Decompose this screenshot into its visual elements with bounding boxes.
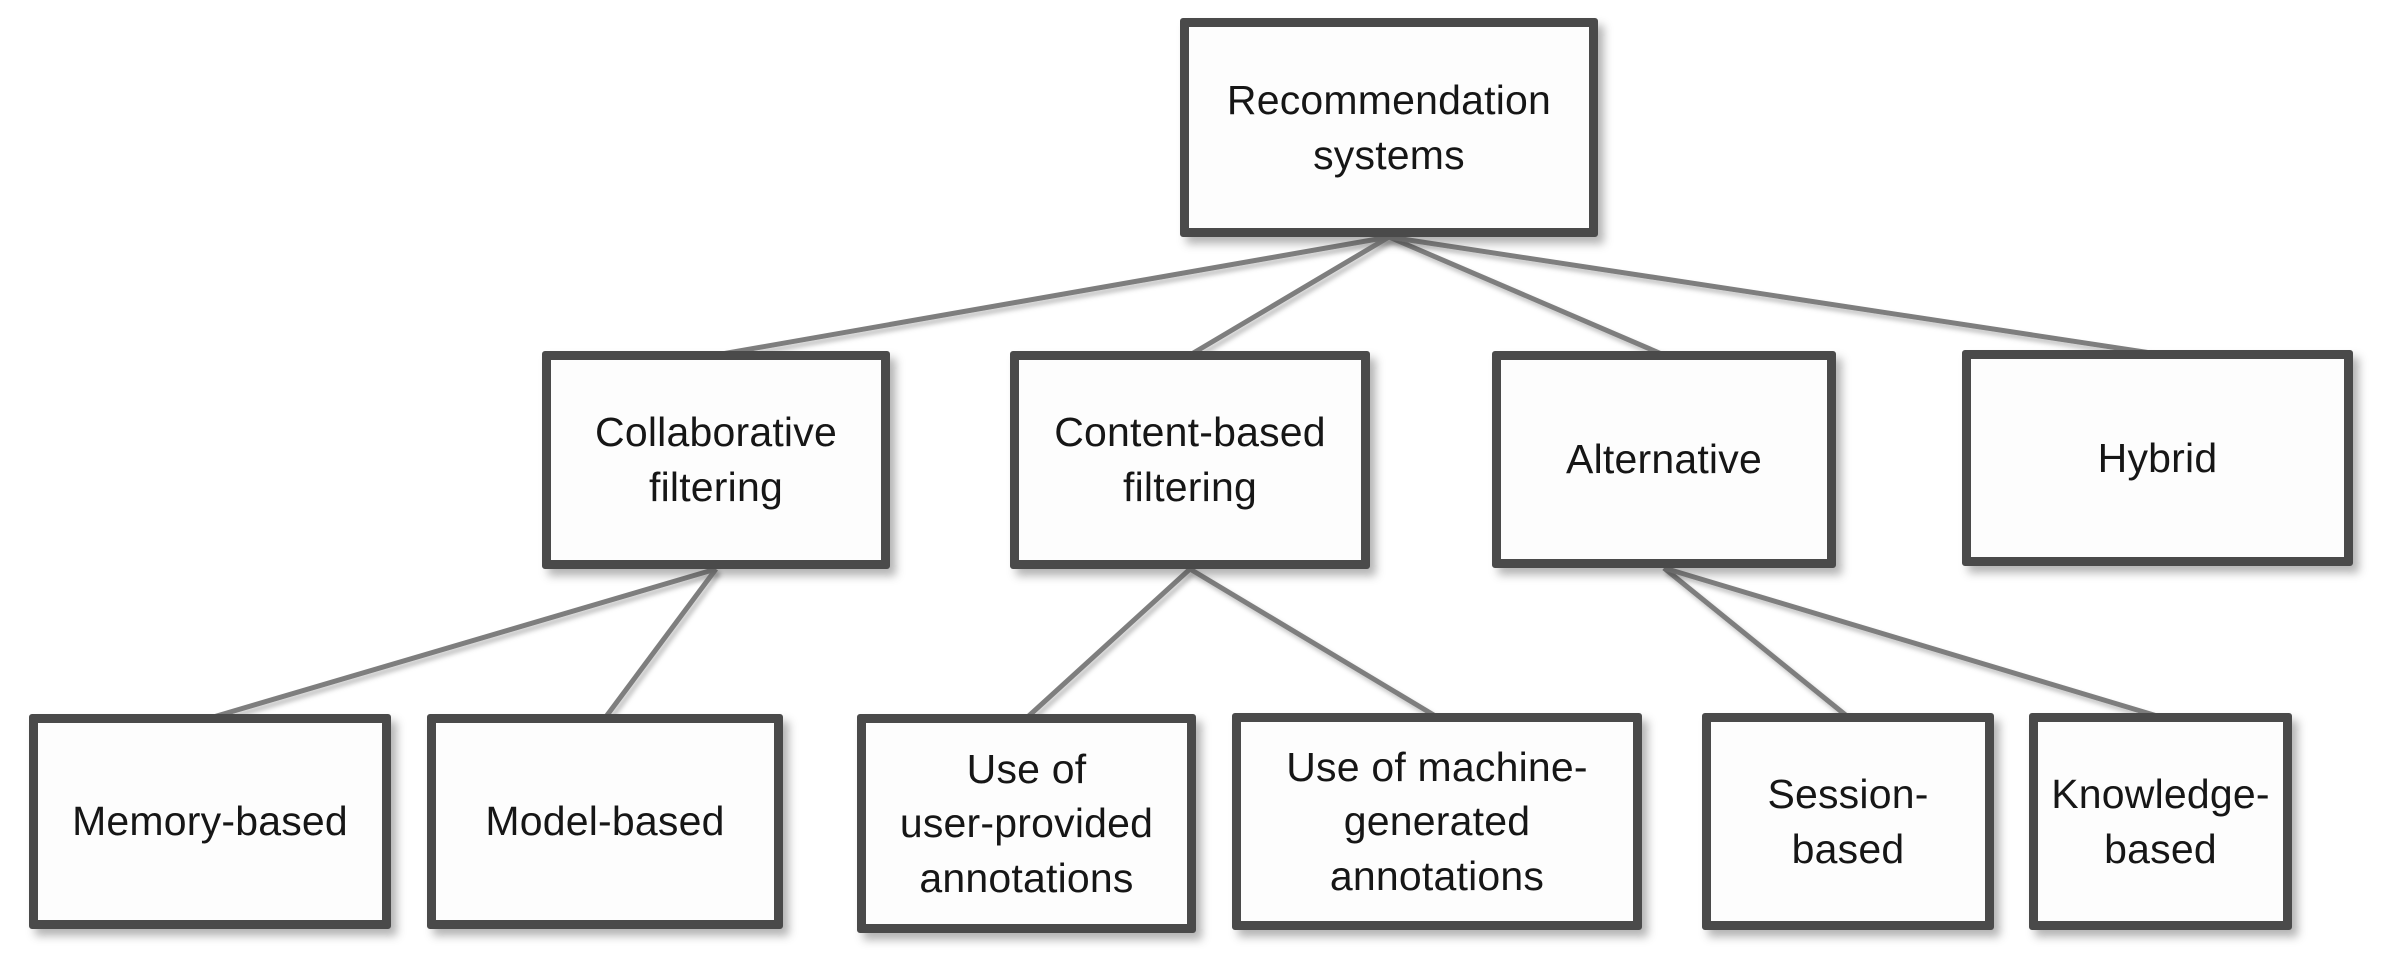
node-label-recommendation-systems: Recommendation systems	[1226, 76, 1552, 178]
node-label-use-of-user-provided-annotations: Use of user-provided annotations	[899, 745, 1154, 901]
node-label-session-based: Session- based	[1767, 770, 1929, 872]
node-label-content-based-filtering: Content-based filtering	[1054, 409, 1326, 510]
node-label-use-of-machine-generated-annotations: Use of machine- generated annotations	[1286, 743, 1588, 899]
node-label-collaborative-filtering: Collaborative filtering	[595, 409, 837, 510]
node-use-of-machine-generated-annotations: Use of machine- generated annotations	[1232, 713, 1642, 930]
edge-line-collaborative-filtering-to-memory-based	[209, 566, 717, 721]
node-hybrid: Hybrid	[1962, 350, 2353, 566]
edge-line-alternative-to-knowledge-based	[1663, 565, 2162, 720]
edge-line-content-based-filtering-to-use-of-machine-generated-annotations	[1188, 566, 1439, 720]
node-label-hybrid: Hybrid	[2097, 434, 2218, 481]
edge-line-alternative-to-session-based	[1662, 566, 1850, 719]
edge-line-recommendation-systems-to-hybrid	[1388, 234, 2158, 357]
node-label-model-based: Model-based	[485, 798, 725, 845]
node-collaborative-filtering: Collaborative filtering	[542, 351, 890, 569]
edge-line-recommendation-systems-to-alternative	[1388, 234, 1665, 358]
node-label-memory-based: Memory-based	[72, 798, 348, 845]
edge-line-content-based-filtering-to-use-of-user-provided-annotations	[1024, 567, 1192, 720]
node-memory-based: Memory-based	[29, 714, 391, 929]
node-knowledge-based: Knowledge- based	[2029, 713, 2292, 930]
node-recommendation-systems: Recommendation systems	[1180, 18, 1598, 237]
edge-line-collaborative-filtering-to-model-based	[602, 567, 719, 720]
edge-line-recommendation-systems-to-collaborative-filtering	[715, 234, 1390, 358]
node-session-based: Session- based	[1702, 713, 1994, 930]
node-alternative: Alternative	[1492, 351, 1836, 568]
node-label-alternative: Alternative	[1566, 436, 1762, 483]
node-use-of-user-provided-annotations: Use of user-provided annotations	[857, 714, 1196, 933]
edge-line-recommendation-systems-to-content-based-filtering	[1188, 234, 1391, 358]
node-model-based: Model-based	[427, 714, 783, 929]
node-label-knowledge-based: Knowledge- based	[2051, 770, 2270, 872]
node-content-based-filtering: Content-based filtering	[1010, 351, 1370, 569]
